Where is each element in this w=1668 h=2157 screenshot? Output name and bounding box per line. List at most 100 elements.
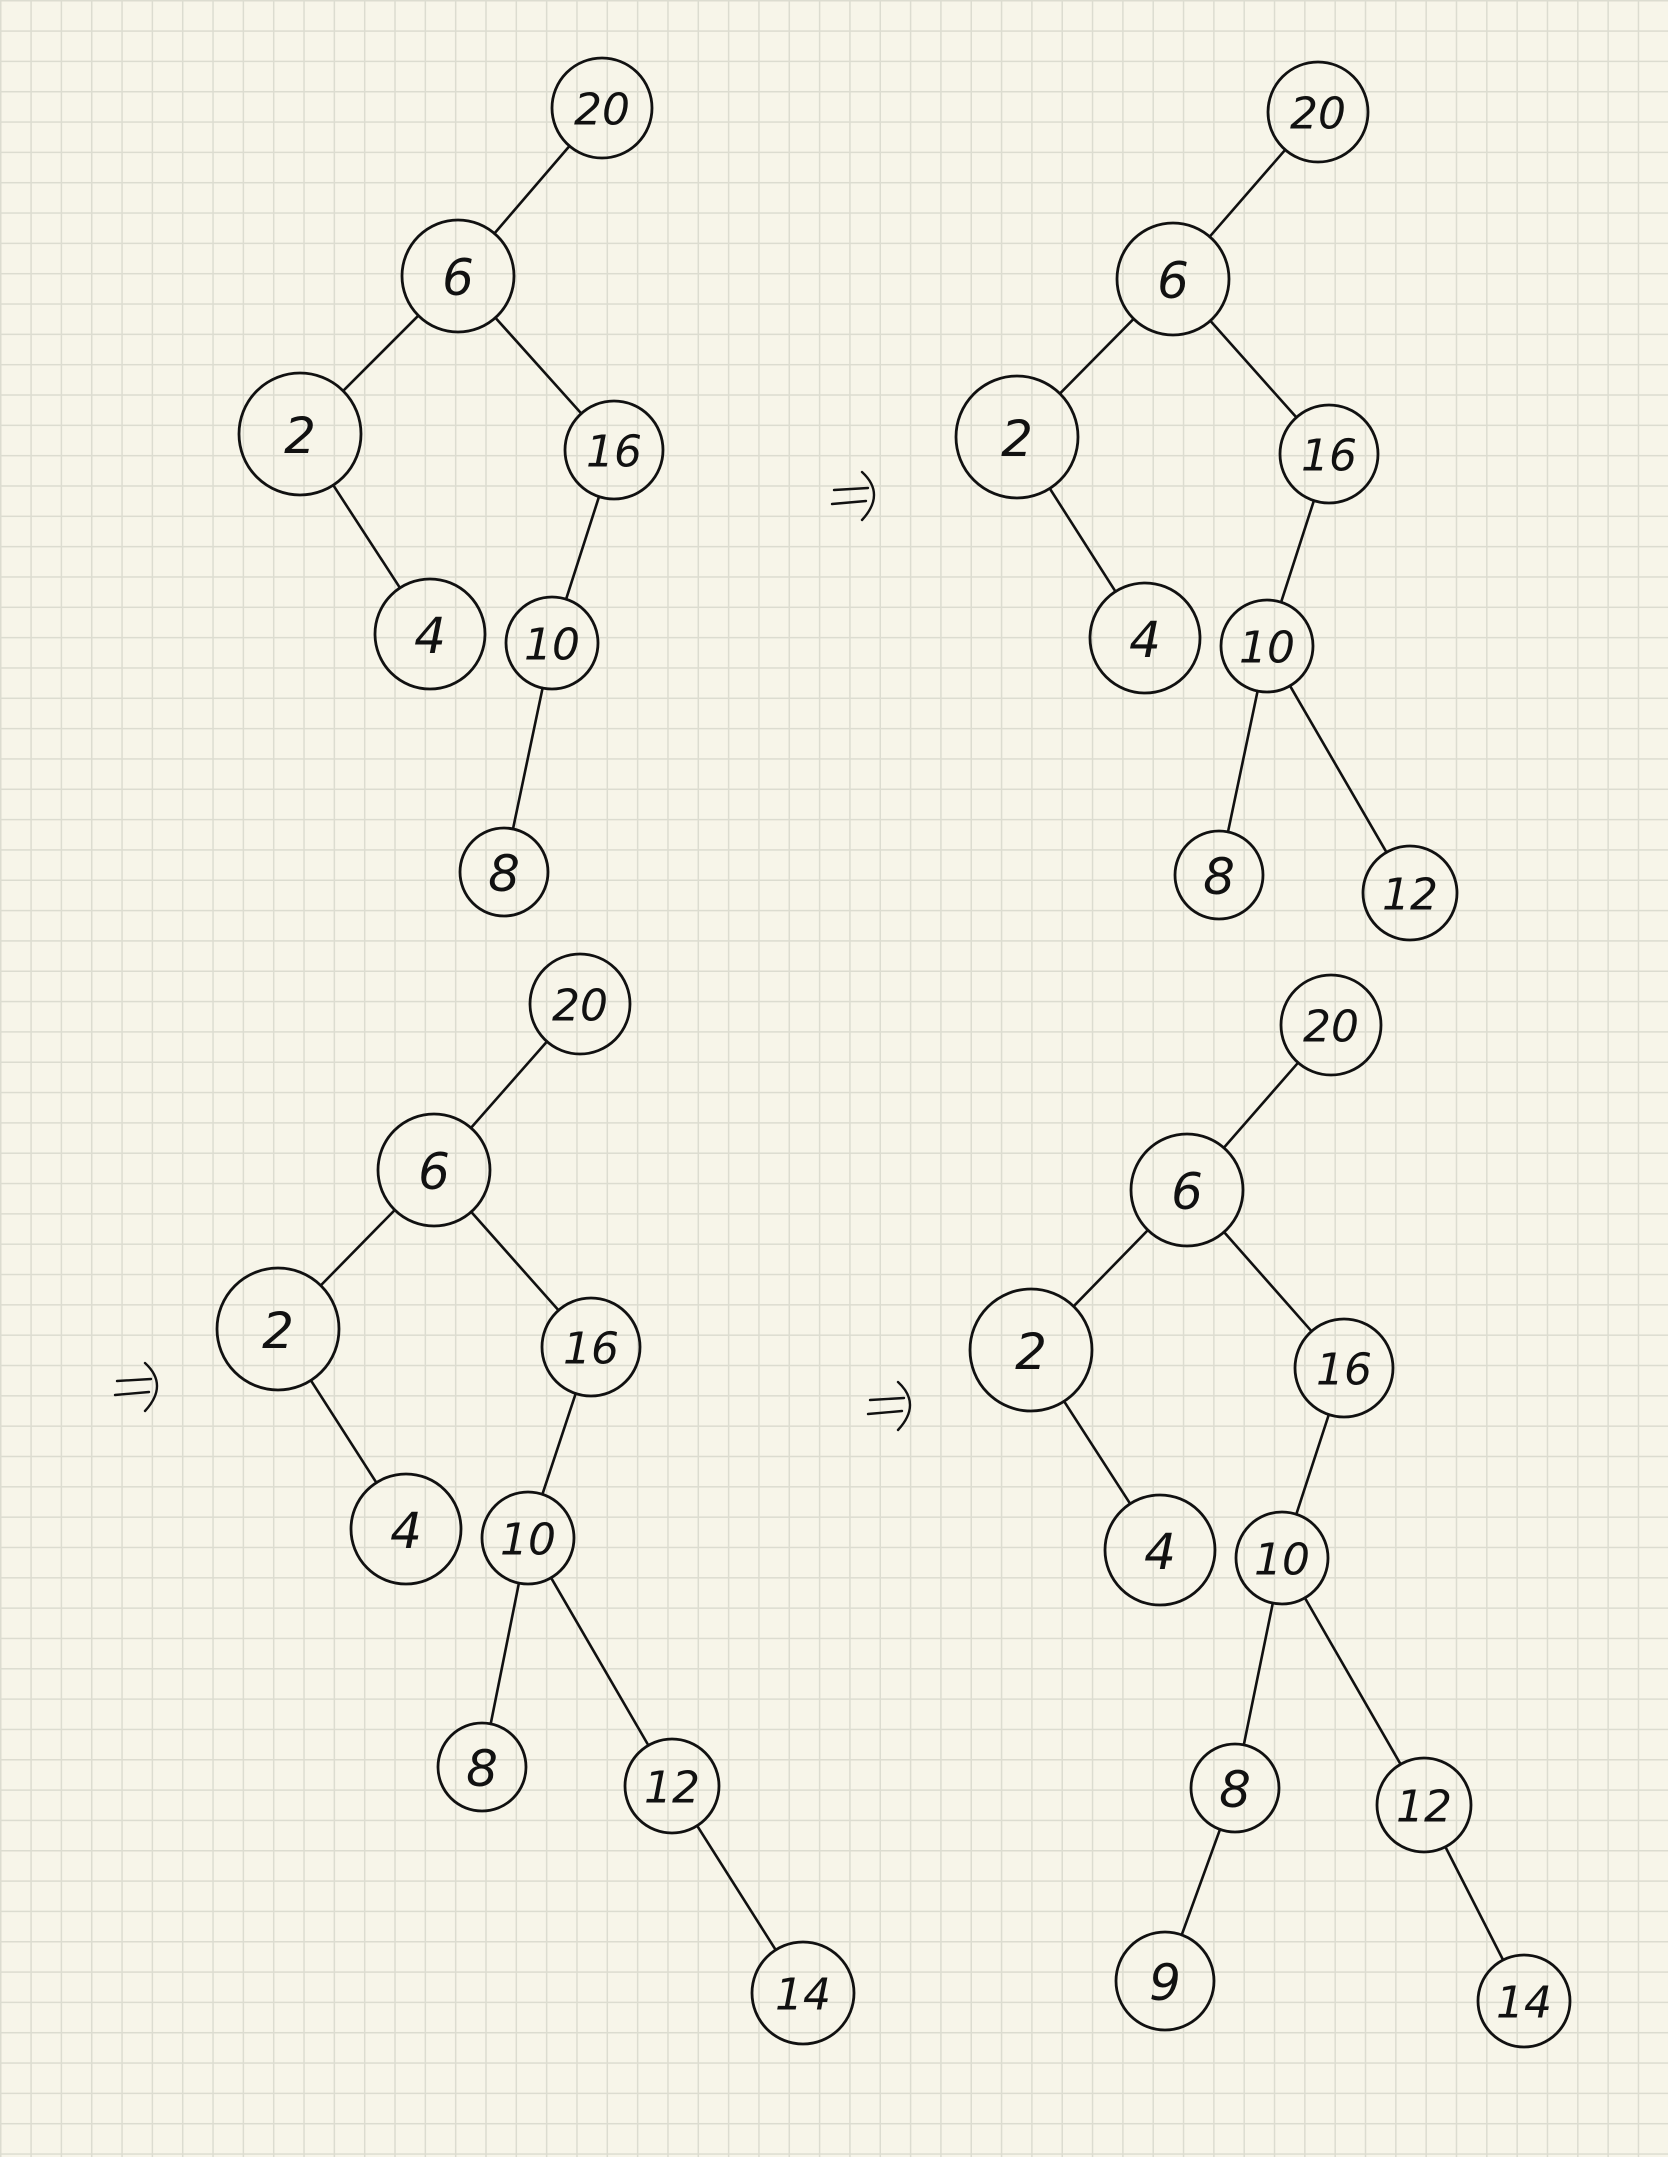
node-label: 6	[1171, 1163, 1203, 1221]
node-circle	[1103, 1493, 1217, 1607]
node-label: 16	[1301, 431, 1357, 482]
node-label: 14	[775, 1970, 831, 2021]
tree-node-20: 20	[528, 952, 632, 1056]
tree-node-8: 8	[1189, 1742, 1281, 1834]
node-circle	[376, 1112, 492, 1228]
edge-12-14	[1444, 1845, 1505, 1962]
node-label: 9	[1149, 1954, 1181, 2012]
node-label: 6	[1157, 252, 1189, 310]
node-circle	[1088, 581, 1202, 695]
node-circle	[1173, 829, 1265, 921]
edge-6-16	[1209, 319, 1298, 419]
edge-20-6	[469, 1040, 549, 1130]
node-label: 8	[1219, 1761, 1251, 1819]
node-circle	[540, 1296, 642, 1398]
tree-node-2: 2	[968, 1287, 1094, 1413]
node-label: 16	[1316, 1345, 1372, 1396]
node-circle	[968, 1287, 1094, 1413]
edge-6-16	[494, 316, 583, 415]
tree-node-4: 4	[1103, 1493, 1217, 1607]
node-circle	[458, 826, 550, 918]
edge-6-2	[1072, 1228, 1150, 1308]
tree-node-8: 8	[458, 826, 550, 918]
tree-node-10: 10	[1219, 598, 1315, 694]
tree-node-16: 16	[563, 399, 665, 501]
node-circle	[750, 1940, 856, 2046]
tree-node-12: 12	[623, 1737, 721, 1835]
edge-20-6	[493, 144, 571, 235]
node-label: 20	[552, 981, 608, 1032]
tree-node-4: 4	[373, 577, 487, 691]
node-label: 8	[488, 845, 520, 903]
node-label: 10	[524, 620, 580, 671]
node-circle	[349, 1472, 463, 1586]
node-circle	[563, 399, 665, 501]
edge-10-8	[489, 1581, 521, 1726]
transition-arrow: =>	[830, 470, 876, 522]
edge-2-4	[331, 483, 402, 590]
node-circle	[1219, 598, 1315, 694]
node-label: 6	[418, 1143, 450, 1201]
edge-16-10	[1279, 499, 1316, 604]
edge-20-6	[1222, 1061, 1300, 1150]
node-label: 20	[1290, 89, 1346, 140]
tree-node-2: 2	[237, 371, 363, 497]
node-label: 8	[1203, 848, 1235, 906]
tree-node-16: 16	[1278, 403, 1380, 505]
node-circle	[1375, 1756, 1473, 1854]
edge-20-6	[1208, 148, 1287, 238]
edge-16-10	[1295, 1413, 1331, 1516]
tree-node-16: 16	[1293, 1317, 1395, 1419]
node-circle	[400, 218, 516, 334]
tree-diagram-2: 20 6 2 16 4 10 8 12	[954, 60, 1459, 942]
node-circle	[1279, 973, 1383, 1077]
edge-10-8	[1226, 689, 1259, 834]
node-circle	[1293, 1317, 1395, 1419]
edge-2-4	[309, 1379, 378, 1484]
tree-node-20: 20	[1266, 60, 1370, 164]
tree-node-10: 10	[480, 1490, 576, 1586]
tree-node-16: 16	[540, 1296, 642, 1398]
tree-node-6: 6	[1129, 1132, 1245, 1248]
arrow-label: =>	[896, 1389, 930, 1413]
edge-10-8	[511, 686, 544, 831]
node-circle	[1114, 1930, 1216, 2032]
node-circle	[1234, 1510, 1330, 1606]
node-label: 2	[262, 1302, 294, 1360]
node-circle	[480, 1490, 576, 1586]
edge-8-9	[1180, 1828, 1222, 1937]
node-label: 20	[1303, 1002, 1359, 1053]
tree-node-6: 6	[1115, 221, 1231, 337]
node-circle	[373, 577, 487, 691]
node-label: 8	[466, 1740, 498, 1798]
node-label: 6	[442, 249, 474, 307]
edge-10-12	[549, 1576, 650, 1747]
node-label: 4	[414, 607, 446, 665]
tree-node-6: 6	[400, 218, 516, 334]
node-label: 16	[563, 1324, 619, 1375]
tree-node-20: 20	[550, 56, 654, 160]
edge-16-10	[564, 495, 601, 601]
node-circle	[1115, 221, 1231, 337]
node-label: 2	[1015, 1323, 1047, 1381]
node-label: 4	[1144, 1523, 1176, 1581]
edge-6-2	[319, 1208, 397, 1287]
tree-diagram-1: 20 6 2 16 4 10 8	[237, 56, 665, 918]
edge-6-2	[341, 314, 420, 393]
edge-10-12	[1288, 684, 1388, 854]
node-label: 2	[1001, 410, 1033, 468]
node-label: 4	[1129, 611, 1161, 669]
transition-arrow: =>	[113, 1361, 159, 1413]
node-label: 12	[1382, 870, 1438, 921]
edge-16-10	[541, 1392, 578, 1496]
tree-node-4: 4	[1088, 581, 1202, 695]
tree-node-10: 10	[504, 595, 600, 691]
node-circle	[954, 374, 1080, 500]
tree-node-6: 6	[376, 1112, 492, 1228]
node-label: 16	[586, 427, 642, 478]
node-circle	[550, 56, 654, 160]
node-circle	[1266, 60, 1370, 164]
edge-6-16	[1222, 1230, 1313, 1333]
